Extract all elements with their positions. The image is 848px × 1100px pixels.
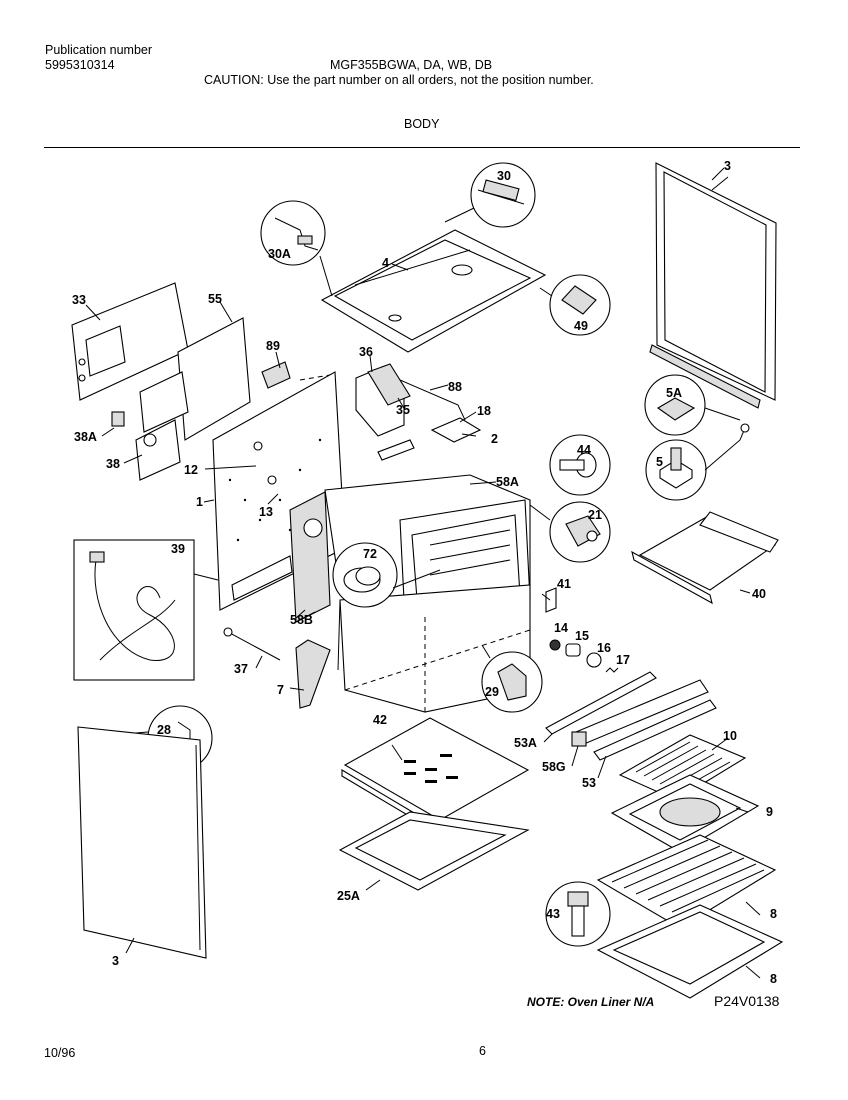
callout-55: 55 bbox=[208, 292, 222, 306]
callout-89: 89 bbox=[266, 339, 280, 353]
callout-43: 43 bbox=[546, 907, 560, 921]
oven-rack-8 bbox=[596, 834, 777, 929]
page-number: 6 bbox=[479, 1044, 486, 1058]
callout-15: 15 bbox=[575, 629, 589, 643]
small-fasteners bbox=[545, 587, 619, 673]
callout-58a: 58A bbox=[496, 475, 519, 489]
callout-38: 38 bbox=[106, 457, 120, 471]
callout-41: 41 bbox=[557, 577, 571, 591]
callout-8-tray: 8 bbox=[770, 972, 777, 986]
callout-12: 12 bbox=[184, 463, 198, 477]
callout-40: 40 bbox=[752, 587, 766, 601]
callout-4: 4 bbox=[382, 256, 389, 270]
callout-18: 18 bbox=[477, 404, 491, 418]
section-title: BODY bbox=[404, 117, 440, 131]
callout-circle-5a bbox=[644, 374, 741, 436]
upper-components bbox=[261, 361, 482, 461]
callout-circle-5 bbox=[645, 423, 750, 501]
callout-25a: 25A bbox=[337, 889, 360, 903]
callout-30: 30 bbox=[497, 169, 511, 183]
callout-5: 5 bbox=[656, 455, 663, 469]
callout-28: 28 bbox=[157, 723, 171, 737]
callout-circle-29 bbox=[481, 644, 543, 713]
callout-88: 88 bbox=[448, 380, 462, 394]
rails bbox=[545, 671, 717, 761]
frame-25a bbox=[338, 811, 530, 891]
panel-33 bbox=[71, 282, 189, 401]
callout-5a: 5A bbox=[666, 386, 682, 400]
callout-14: 14 bbox=[554, 621, 568, 635]
callout-30a: 30A bbox=[268, 247, 291, 261]
callout-29: 29 bbox=[485, 685, 499, 699]
power-cord-box bbox=[73, 539, 219, 681]
callout-39: 39 bbox=[171, 542, 185, 556]
callout-17: 17 bbox=[616, 653, 630, 667]
callout-42: 42 bbox=[373, 713, 387, 727]
callout-2: 2 bbox=[491, 432, 498, 446]
callout-circle-21 bbox=[529, 501, 611, 563]
publication-label: Publication number bbox=[45, 43, 153, 57]
panel-55 bbox=[135, 317, 251, 481]
callout-49: 49 bbox=[574, 319, 588, 333]
diagram-id: P24V0138 bbox=[714, 993, 780, 1009]
header-rule bbox=[44, 147, 800, 148]
callout-8-rack: 8 bbox=[770, 907, 777, 921]
callout-circle-44 bbox=[549, 434, 611, 496]
callout-3-top: 3 bbox=[724, 159, 731, 173]
callout-3-bottom: 3 bbox=[112, 954, 119, 968]
footer-date: 10/96 bbox=[44, 1046, 76, 1060]
pan-42 bbox=[341, 717, 530, 833]
callout-1: 1 bbox=[196, 495, 203, 509]
callout-circle-30a bbox=[260, 200, 333, 297]
callout-16: 16 bbox=[597, 641, 611, 655]
bracket-40 bbox=[631, 511, 779, 605]
callout-38a: 38A bbox=[74, 430, 97, 444]
top-cover bbox=[320, 229, 547, 353]
callout-33: 33 bbox=[72, 293, 86, 307]
callout-37: 37 bbox=[234, 662, 248, 676]
callout-10: 10 bbox=[723, 729, 737, 743]
callout-35: 35 bbox=[396, 403, 410, 417]
part-38a bbox=[111, 411, 125, 427]
callout-72: 72 bbox=[363, 547, 377, 561]
publication-number: 5995310314 bbox=[45, 58, 115, 72]
broiler-pan-9 bbox=[610, 774, 760, 853]
callout-7: 7 bbox=[277, 683, 284, 697]
callout-36: 36 bbox=[359, 345, 373, 359]
callout-9: 9 bbox=[766, 805, 773, 819]
leg-parts bbox=[223, 627, 331, 709]
callout-circle-49 bbox=[539, 274, 611, 336]
callout-58b: 58B bbox=[290, 613, 313, 627]
callout-21: 21 bbox=[588, 508, 602, 522]
callout-circle-72 bbox=[332, 542, 441, 608]
side-panel-right bbox=[649, 162, 777, 409]
callout-53a: 53A bbox=[514, 736, 537, 750]
callout-44: 44 bbox=[577, 443, 591, 457]
callout-53: 53 bbox=[582, 776, 596, 790]
callout-labels: 3 30 30A 4 49 33 55 89 36 88 35 18 2 38A… bbox=[72, 159, 777, 986]
side-panel-left bbox=[77, 726, 207, 959]
bottom-tray-8 bbox=[596, 904, 784, 999]
model-number: MGF355BGWA, DA, WB, DB bbox=[330, 58, 493, 72]
callout-13: 13 bbox=[259, 505, 273, 519]
callout-circle-30 bbox=[444, 162, 536, 228]
oven-liner-note: NOTE: Oven Liner N/A bbox=[527, 995, 654, 1009]
callout-58g: 58G bbox=[542, 760, 566, 774]
part-58b bbox=[295, 609, 306, 619]
caution-text: CAUTION: Use the part number on all orde… bbox=[204, 73, 594, 87]
leader-lines bbox=[85, 176, 761, 979]
callout-circle-43 bbox=[545, 881, 611, 947]
